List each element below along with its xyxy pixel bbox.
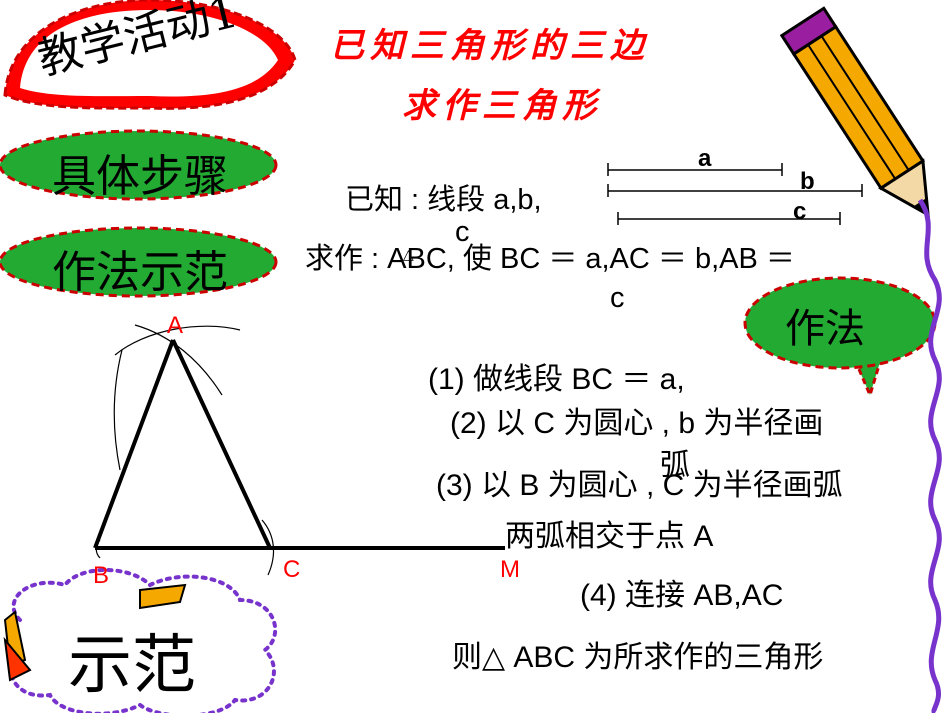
right-wavy-border <box>917 198 942 713</box>
segment-b <box>607 184 863 197</box>
step-5: 则△ ABC 为所求作的三角形 <box>452 641 824 674</box>
steps-button[interactable]: 具体步骤 <box>52 151 228 202</box>
task-line-1: 求作 : ABC, 使 BC ＝ a,AC ＝ b,AB ＝ <box>305 243 795 275</box>
step-3b: 两弧相交于点 A <box>505 520 714 553</box>
segment-c-label: c <box>793 198 807 225</box>
point-b-label: B <box>93 562 110 589</box>
demo-button[interactable]: 作法示范 <box>52 247 228 298</box>
task-line-2: c <box>610 282 625 314</box>
heading-line-1: 已知三角形的三边 <box>330 26 650 66</box>
method-button[interactable]: 作法 <box>785 306 865 352</box>
point-m-label: M <box>500 556 520 583</box>
heading-line-2: 求作三角形 <box>402 86 602 126</box>
step-4: (4) 连接 AB,AC <box>580 579 784 612</box>
steps-oval <box>0 129 278 201</box>
triangle-symbol: △ <box>403 246 414 262</box>
pencil-graphic <box>779 6 930 218</box>
point-c-label: C <box>283 556 301 583</box>
given-c-overlap: c <box>455 216 470 248</box>
demo-oval <box>0 226 278 298</box>
point-a-label: A <box>167 312 184 339</box>
segment-b-label: b <box>800 168 815 195</box>
show-cloud <box>6 568 278 713</box>
segment-a <box>607 163 783 176</box>
triangle-figure <box>93 324 505 576</box>
step-2: (2) 以 C 为圆心 , b 为半径画 <box>450 407 824 440</box>
segment-c <box>617 212 841 225</box>
show-button[interactable]: 示范 <box>68 629 196 703</box>
step-2-tail: 弧 <box>660 449 690 482</box>
small-pencil-graphic <box>3 583 187 682</box>
task-text: 求作 : ABC, 使 BC ＝ a,AC ＝ b,AB ＝ <box>305 235 795 277</box>
given-text: 已知 : 线段 a,b, <box>345 184 542 216</box>
badge-fan-shape <box>3 0 297 110</box>
step-1: (1) 做线段 BC ＝ a, <box>428 363 685 396</box>
segment-a-label: a <box>698 145 712 172</box>
step-3: (3) 以 B 为圆心 , C 为半径画弧 <box>436 469 843 502</box>
